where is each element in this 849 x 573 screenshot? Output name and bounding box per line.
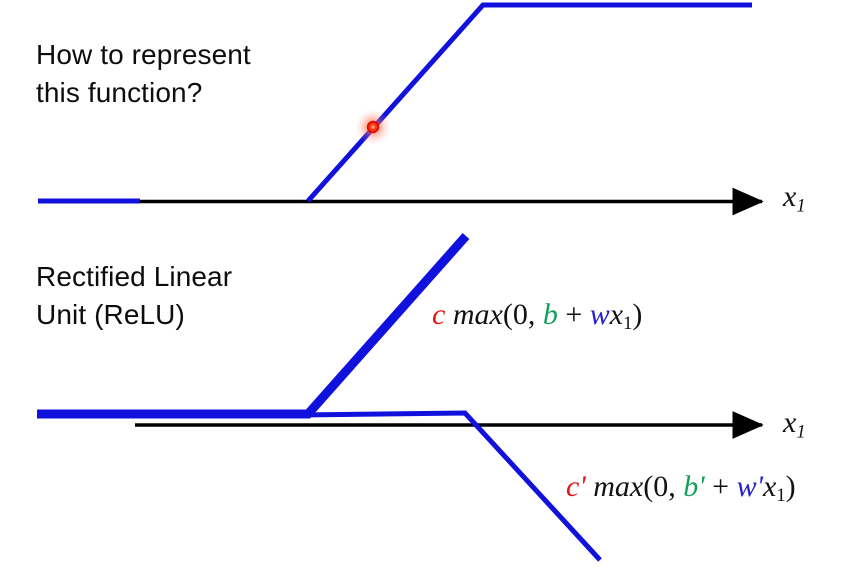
formula1-open-paren: ( xyxy=(502,298,513,331)
top-panel-plot xyxy=(38,2,764,216)
top-curve-rise-and-plateau xyxy=(306,2,752,203)
formula1-comma: , xyxy=(527,298,543,331)
formula1-bias: b xyxy=(542,298,558,331)
formula2-plus: + xyxy=(712,470,730,503)
top-x-axis-label: x1 xyxy=(783,180,806,218)
formula1-subscript: 1 xyxy=(623,313,633,335)
formula1-function-name: max xyxy=(452,298,503,331)
formula2-bias: b' xyxy=(683,470,705,503)
formula1-variable: x xyxy=(609,298,624,331)
bottom-panel-caption: Rectified Linear Unit (ReLU) xyxy=(36,261,233,330)
bottom-curve-positive-relu xyxy=(37,233,470,419)
formula-relu-positive: c max(0, b + wx1) xyxy=(432,298,642,335)
formula2-plus-wrap: + xyxy=(705,470,737,503)
formula2-close-paren: ) xyxy=(785,470,796,503)
bottom-panel-plot xyxy=(37,233,764,562)
formula1-zero-arg: 0 xyxy=(512,298,528,331)
formula1-plus-wrap: + xyxy=(558,298,590,331)
top-panel-caption: How to represent this function? xyxy=(36,39,251,108)
formula2-subscript: 1 xyxy=(776,485,786,507)
formula2-coefficient: c' xyxy=(566,470,586,503)
formula2-function-name: max xyxy=(593,470,644,503)
formula1-plus: + xyxy=(565,298,583,331)
formula2-variable: x xyxy=(763,470,777,503)
formula1-weight: w xyxy=(589,298,610,331)
formula2-weight: w' xyxy=(736,470,763,503)
top-x-axis-label-subscript: 1 xyxy=(796,195,806,217)
formula2-zero-arg: 0 xyxy=(653,470,669,503)
bottom-x-axis-label: x1 xyxy=(783,406,806,444)
red-dot-center-hole xyxy=(371,125,375,129)
formula1-coefficient: c xyxy=(432,298,446,331)
formula-relu-negative: c' max(0, b' + w'x1) xyxy=(566,470,796,507)
formula2-comma: , xyxy=(668,470,684,503)
bottom-x-axis-label-subscript: 1 xyxy=(796,421,806,443)
top-x-axis-label-base: x xyxy=(783,180,797,213)
bottom-curve-negative-relu xyxy=(299,410,602,562)
formula1-space xyxy=(445,298,453,331)
formula2-open-paren: ( xyxy=(643,470,654,503)
bottom-x-axis-label-base: x xyxy=(783,406,797,439)
formula1-close-paren: ) xyxy=(632,298,643,331)
